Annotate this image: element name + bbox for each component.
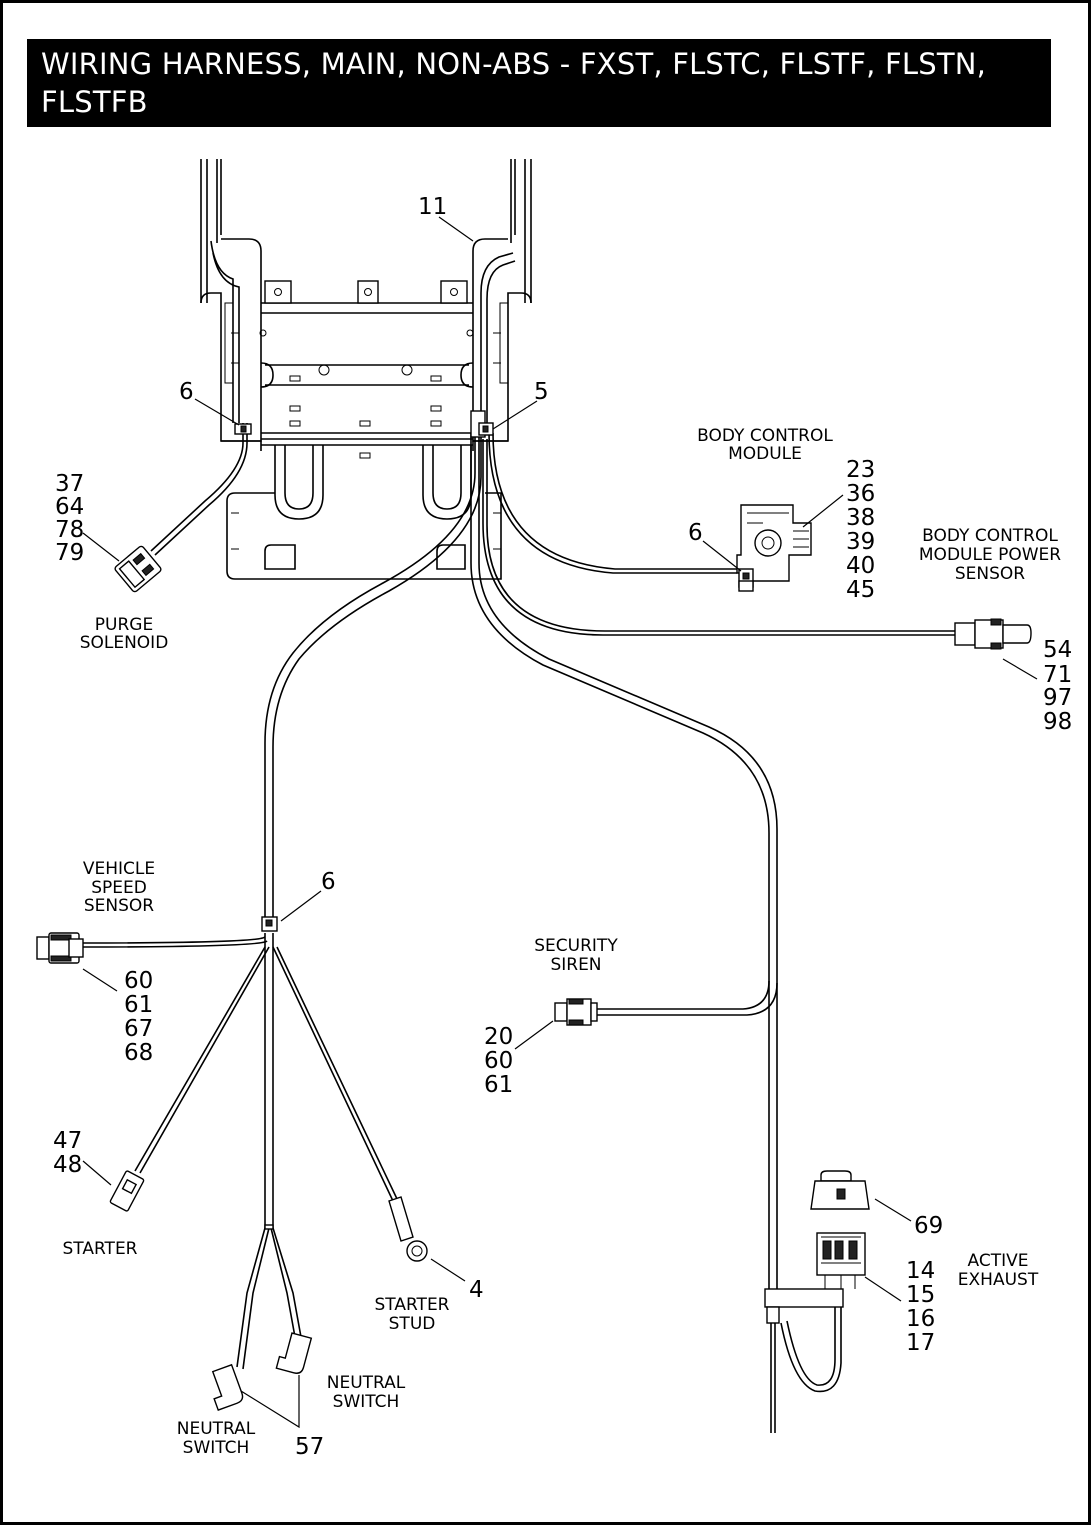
neutral-right-label-2: SWITCH: [333, 1392, 400, 1412]
siren-ref-1: 20: [484, 1024, 513, 1050]
vss-label-1: VEHICLE: [83, 859, 155, 879]
bcm-power-ref-2: 71: [1043, 662, 1072, 688]
title-line-2: FLSTFB: [41, 85, 148, 119]
bcm-ref-6: 45: [846, 577, 875, 603]
neutral-left-label-1: NEUTRAL: [177, 1419, 256, 1439]
callout-frame: 11: [418, 194, 447, 220]
starter-connector: [109, 1170, 145, 1212]
starter-stud-ref: 4: [469, 1277, 484, 1303]
neutral-switch-left-terminal: [211, 1363, 244, 1411]
neutral-right-label-1: NEUTRAL: [327, 1373, 406, 1393]
bcm-power-ref-3: 97: [1043, 685, 1072, 711]
starter-ref-2: 48: [53, 1152, 82, 1178]
starter-stud-ring-terminal: [388, 1196, 428, 1262]
title-bar: WIRING HARNESS, MAIN, NON-ABS - FXST, FL…: [27, 39, 1051, 127]
bcm-power-label-3: SENSOR: [955, 564, 1025, 584]
clip-left: [234, 423, 252, 435]
exhaust-ref-2: 15: [906, 1282, 935, 1308]
vss-ref-3: 67: [124, 1016, 153, 1042]
clip-exhaust: [764, 1288, 844, 1324]
callout-clip-left: 6: [179, 379, 194, 405]
purge-solenoid-connector: [114, 545, 162, 593]
starter-label: STARTER: [63, 1239, 138, 1259]
purge-ref-4: 79: [55, 540, 84, 566]
bcm-ref-5: 40: [846, 553, 875, 579]
neutral-switch-right-terminal: [275, 1332, 313, 1374]
exhaust-ref-1: 14: [906, 1258, 935, 1284]
bcm-label-2: MODULE: [728, 444, 802, 464]
body-control-module-part: [736, 504, 812, 592]
wiring-diagram: 11 6 5 6 6 BODY CONTROL MODULE 23 36 38 …: [36, 159, 1072, 1460]
bcm-power-ref-4: 98: [1043, 709, 1072, 735]
siren-label-2: SIREN: [550, 955, 601, 975]
siren-ref-2: 60: [484, 1048, 513, 1074]
purge-ref-1: 37: [55, 471, 84, 497]
vehicle-speed-sensor-connector: [36, 932, 84, 964]
exhaust-ref-4: 17: [906, 1330, 935, 1356]
purge-ref-2: 64: [55, 494, 84, 520]
bcm-ref-4: 39: [846, 529, 875, 555]
neutral-switch-ref: 57: [295, 1434, 324, 1460]
bcm-label-1: BODY CONTROL: [697, 426, 833, 446]
callout-clip-harness: 6: [321, 869, 336, 895]
bcm-power-sensor-connector: [954, 618, 1032, 650]
clip-harness: [261, 916, 278, 932]
purge-label-1: PURGE: [95, 615, 153, 635]
purge-label-2: SOLENOID: [80, 633, 169, 653]
siren-ref-3: 61: [484, 1072, 513, 1098]
vss-label-2: SPEED: [91, 878, 147, 898]
exhaust-label-2: EXHAUST: [958, 1270, 1039, 1290]
bcm-ref-1: 23: [846, 457, 875, 483]
frame-battery-tray: [200, 159, 532, 580]
active-exhaust-connector: [816, 1232, 866, 1289]
vss-ref-4: 68: [124, 1040, 153, 1066]
exhaust-cap-ref: 69: [914, 1213, 943, 1239]
starter-ref-1: 47: [53, 1128, 82, 1154]
vss-ref-1: 60: [124, 968, 153, 994]
security-siren-connector: [554, 998, 598, 1026]
harness-wires: [82, 240, 955, 1433]
bcm-ref-3: 38: [846, 505, 875, 531]
exhaust-label-1: ACTIVE: [968, 1251, 1029, 1271]
bcm-power-label-2: MODULE POWER: [919, 545, 1061, 565]
labels: 11 6 5 6 6 BODY CONTROL MODULE 23 36 38 …: [53, 194, 1072, 1460]
callout-clip-right: 5: [534, 379, 549, 405]
clip-right: [470, 410, 494, 438]
purge-ref-3: 78: [55, 517, 84, 543]
title-line-1: WIRING HARNESS, MAIN, NON-ABS - FXST, FL…: [41, 47, 987, 81]
starter-stud-label-1: STARTER: [375, 1295, 450, 1315]
leader-lines: [82, 216, 1038, 1429]
callout-clip-bcm: 6: [688, 520, 703, 546]
exhaust-ref-3: 16: [906, 1306, 935, 1332]
vss-label-3: SENSOR: [84, 896, 154, 916]
starter-stud-label-2: STUD: [389, 1314, 436, 1334]
active-exhaust-cap: [810, 1170, 870, 1210]
bcm-power-label-1: BODY CONTROL: [922, 526, 1058, 546]
bcm-ref-2: 36: [846, 481, 875, 507]
vss-ref-2: 61: [124, 992, 153, 1018]
bcm-power-ref-1: 54: [1043, 637, 1072, 663]
siren-label-1: SECURITY: [534, 936, 618, 956]
neutral-left-label-2: SWITCH: [183, 1438, 250, 1458]
